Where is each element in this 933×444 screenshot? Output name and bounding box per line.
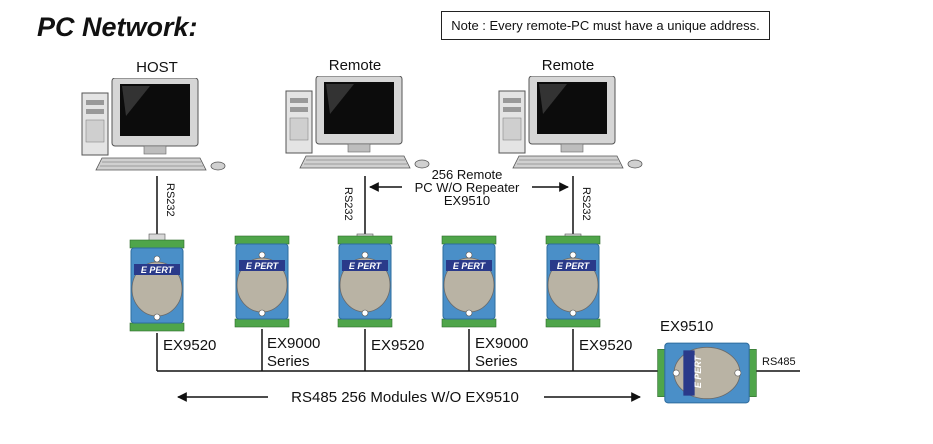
module-label: Series <box>475 353 518 370</box>
repeater-note-line: 256 Remote <box>432 167 503 182</box>
repeater-label: EX9510 <box>660 318 713 335</box>
remote-computer <box>285 76 430 169</box>
module-brand: E PERT <box>246 261 280 271</box>
module-brand: E PERT <box>693 354 703 388</box>
module-brand: E PERT <box>349 261 383 271</box>
module-label: EX9000 <box>267 335 320 352</box>
module-label: EX9000 <box>475 335 528 352</box>
ex9510-repeater: E PERT <box>657 342 757 404</box>
rs232-label: RS232 <box>342 187 354 221</box>
remote-label: Remote <box>542 57 595 74</box>
module-brand: E PERT <box>141 265 175 275</box>
repeater-note-line: EX9510 <box>444 193 490 208</box>
module-label: EX9520 <box>163 337 216 354</box>
host-computer <box>81 78 226 171</box>
module-brand: E PERT <box>557 261 591 271</box>
page-title: PC Network: <box>37 12 198 42</box>
module-label: EX9520 <box>579 337 632 354</box>
module-brand: E PERT <box>453 261 487 271</box>
rs485-label: RS485 <box>762 356 796 368</box>
module-label: EX9520 <box>371 337 424 354</box>
ex9520-module: E PERT <box>545 235 601 328</box>
ex9000-module: E PERT <box>441 235 497 328</box>
host-label: HOST <box>136 59 178 76</box>
remote-computer <box>498 76 643 169</box>
module-label: Series <box>267 353 310 370</box>
ex9520-module: E PERT <box>129 239 185 332</box>
note-box: Note : Every remote-PC must have a uniqu… <box>441 11 770 40</box>
bus-label: RS485 256 Modules W/O EX9510 <box>291 389 519 406</box>
rs232-label: RS232 <box>164 183 176 217</box>
ex9000-module: E PERT <box>234 235 290 328</box>
repeater-note-line: PC W/O Repeater <box>415 180 520 195</box>
remote-label: Remote <box>329 57 382 74</box>
rs232-label: RS232 <box>580 187 592 221</box>
ex9520-module: E PERT <box>337 235 393 328</box>
